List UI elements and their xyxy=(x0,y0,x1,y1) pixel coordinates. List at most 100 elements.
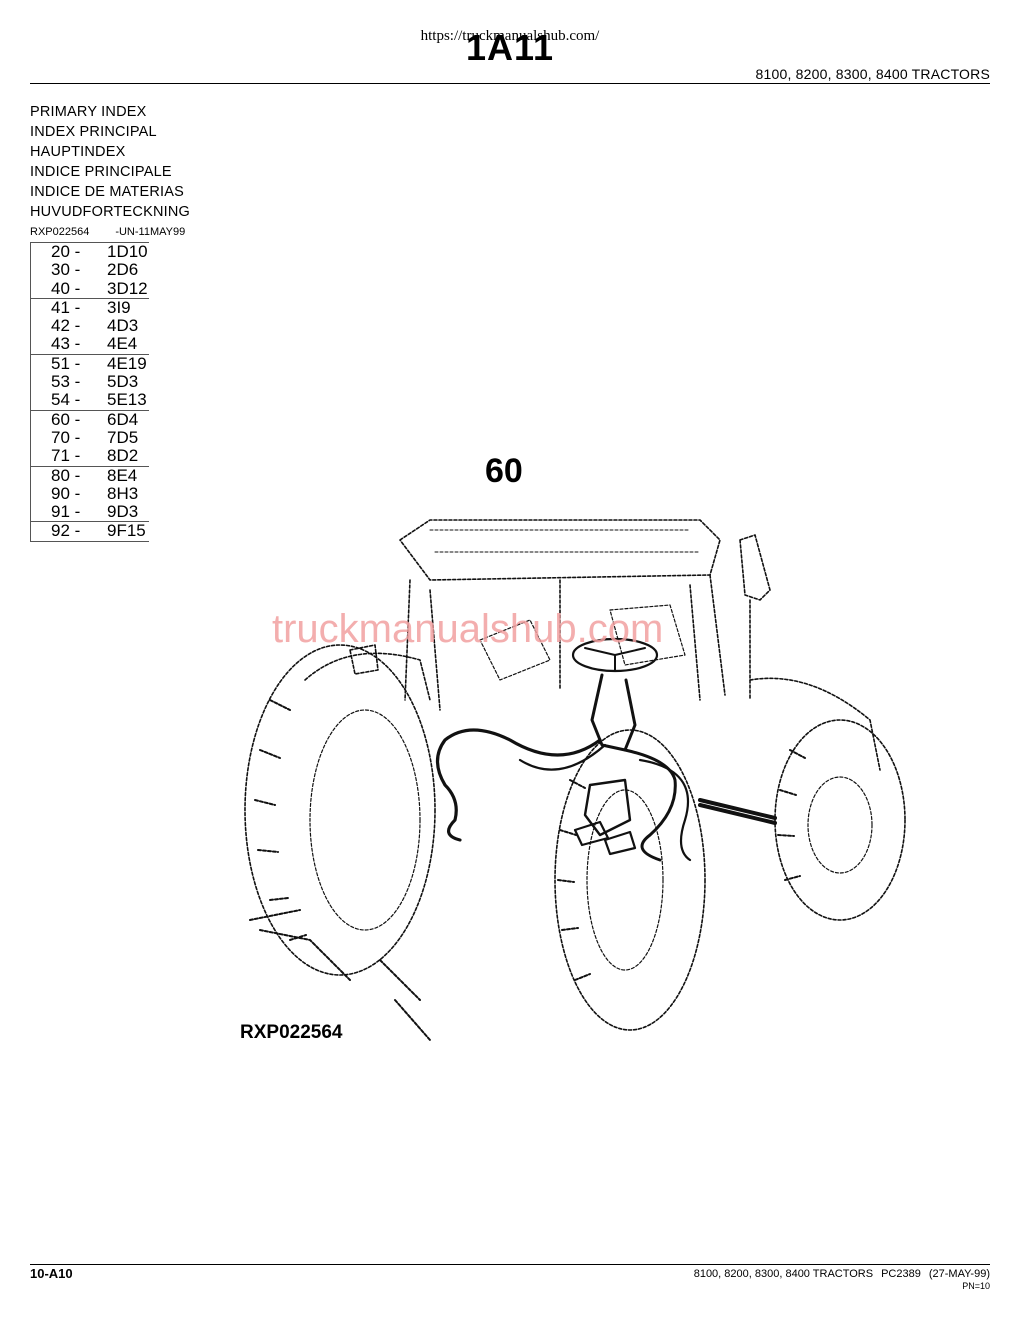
index-row[interactable]: 80 - 8E4 xyxy=(31,465,149,485)
index-group-number: 80 - xyxy=(51,465,81,485)
index-group-number: 91 - xyxy=(51,502,81,522)
index-title: INDEX PRINCIPAL xyxy=(30,124,157,140)
group-label: 60 xyxy=(485,452,523,490)
index-group: 60 - 6D4 70 - 7D5 71 - 8D2 xyxy=(31,409,149,467)
index-row[interactable]: 43 - 4E4 xyxy=(31,334,149,354)
index-page-reference[interactable]: 4E4 xyxy=(107,334,138,354)
exhaust-stack xyxy=(739,534,771,701)
index-page-reference[interactable]: 4D3 xyxy=(107,316,139,336)
fender xyxy=(749,677,881,771)
index-page-reference[interactable]: 3D12 xyxy=(107,278,148,298)
cab-roof-outline xyxy=(399,519,721,581)
index-row[interactable]: 41 -3I9 xyxy=(31,297,149,317)
index-row[interactable]: 91 - 9D3 xyxy=(31,502,149,522)
pedals xyxy=(573,820,637,856)
steering-column xyxy=(590,673,637,752)
left-rear-rim xyxy=(309,709,421,931)
index-page-reference[interactable]: 2D6 xyxy=(107,260,139,280)
index-row[interactable]: 53 - 5D3 xyxy=(31,372,149,392)
page-code: 1A11 xyxy=(465,27,555,68)
figure-reference-code: RXP022564 xyxy=(30,226,90,238)
cab-window-detail xyxy=(479,604,686,681)
footer-page-number: 10-A10 xyxy=(30,1266,73,1281)
index-group-number: 43 - xyxy=(51,334,81,354)
index-group-number: 70 - xyxy=(51,427,81,447)
index-row[interactable]: 60 - 6D4 xyxy=(31,409,149,429)
brake-pedal-assembly xyxy=(583,778,632,837)
index-group: 51 - 4E19 53 - 5D3 54 - 5E13 xyxy=(31,353,149,411)
hydraulic-hose-left-2 xyxy=(518,743,607,771)
index-page-reference[interactable]: 6D4 xyxy=(107,409,139,429)
index-group-number: 92 - xyxy=(51,521,81,541)
index-row[interactable]: 54 - 5E13 xyxy=(31,390,149,410)
right-rear-wheel xyxy=(554,729,706,1031)
index-title: HAUPTINDEX xyxy=(30,144,126,160)
footer-title: 8100, 8200, 8300, 8400 TRACTORS xyxy=(693,1268,874,1280)
header-rule xyxy=(30,83,990,84)
index-group-number: 51 - xyxy=(51,353,81,373)
footer-rule xyxy=(30,1264,990,1265)
index-group-number: 40 - xyxy=(51,278,81,298)
index-group-number: 60 - xyxy=(51,409,81,429)
index-group-number: 20 - xyxy=(51,242,81,261)
index-row[interactable]: 90 - 8H3 xyxy=(31,483,149,503)
index-title: INDICE DE MATERIAS xyxy=(30,184,184,200)
index-title: INDICE PRINCIPALE xyxy=(30,164,172,180)
hydraulic-hose-right xyxy=(623,748,677,862)
cab-pillars xyxy=(404,574,726,711)
index-group: 80 - 8E4 90 - 8H3 91 - 9D3 xyxy=(31,465,149,523)
steering-wheel-spokes xyxy=(584,647,646,671)
index-row[interactable]: 92 - 9F15 xyxy=(31,521,149,541)
index-title: PRIMARY INDEX xyxy=(30,104,147,120)
rear-hitch xyxy=(249,909,431,1041)
index-group-number: 90 - xyxy=(51,483,81,503)
index-group-number: 54 - xyxy=(51,390,81,410)
index-page-reference[interactable]: 5E13 xyxy=(107,390,147,410)
left-rear-wheel xyxy=(244,644,436,976)
index-group-number: 53 - xyxy=(51,372,81,392)
right-rear-rim xyxy=(586,789,664,971)
index-page-reference[interactable]: 9F15 xyxy=(107,521,146,541)
hydraulic-hose-left xyxy=(435,728,602,842)
front-tire-tread xyxy=(777,749,806,881)
index-row[interactable]: 40 - 3D12 xyxy=(31,278,149,298)
index-group-number: 71 - xyxy=(51,446,81,466)
figure-reference-date: -UN-11MAY99 xyxy=(115,226,186,238)
watermark-text: truckmanualshub.com xyxy=(272,607,663,651)
index-group-number: 42 - xyxy=(51,316,81,336)
footer-pn: PN=10 xyxy=(962,1281,990,1291)
index-group-number: 30 - xyxy=(51,260,81,280)
index-row[interactable]: 71 - 8D2 xyxy=(31,446,149,466)
hydraulic-hose-right-2 xyxy=(638,758,692,862)
cab-roof-detail xyxy=(429,529,701,553)
index-page-reference[interactable]: 8E4 xyxy=(107,465,138,485)
header-title: 8100, 8200, 8300, 8400 TRACTORS xyxy=(755,66,990,82)
index-row[interactable]: 30 - 2D6 xyxy=(31,260,149,280)
index-titles: PRIMARY INDEX INDEX PRINCIPAL HAUPTINDEX… xyxy=(30,102,190,222)
steering-cylinder xyxy=(698,798,777,825)
front-wheel xyxy=(774,719,906,921)
index-title: HUVUDFORTECKNING xyxy=(30,204,191,220)
index-page-reference[interactable]: 8D2 xyxy=(107,446,139,466)
index-group: 92 - 9F15 xyxy=(31,521,149,541)
index-page-reference[interactable]: 9D3 xyxy=(107,502,139,522)
index-row[interactable]: 42 - 4D3 xyxy=(31,316,149,336)
left-tire-tread xyxy=(254,699,307,941)
footer-catalog: PC2389 xyxy=(881,1268,921,1280)
index-page-reference[interactable]: 8H3 xyxy=(107,483,139,503)
index-page-reference[interactable]: 7D5 xyxy=(107,427,139,447)
index-row[interactable]: 51 - 4E19 xyxy=(31,353,149,373)
rear-light xyxy=(349,644,379,675)
index-row[interactable]: 70 - 7D5 xyxy=(31,427,149,447)
figure-reference-line: RXP022564 -UN-11MAY99 xyxy=(30,226,185,238)
index-page-reference[interactable]: 1D10 xyxy=(107,242,148,261)
front-wheel-hub xyxy=(807,776,873,874)
index-page-reference[interactable]: 4E19 xyxy=(107,353,147,373)
index-page-reference[interactable]: 5D3 xyxy=(107,372,139,392)
index-page-reference[interactable]: 3I9 xyxy=(107,297,131,317)
index-row[interactable]: 20 - 1D10 xyxy=(31,242,149,261)
rear-fender xyxy=(304,652,431,701)
